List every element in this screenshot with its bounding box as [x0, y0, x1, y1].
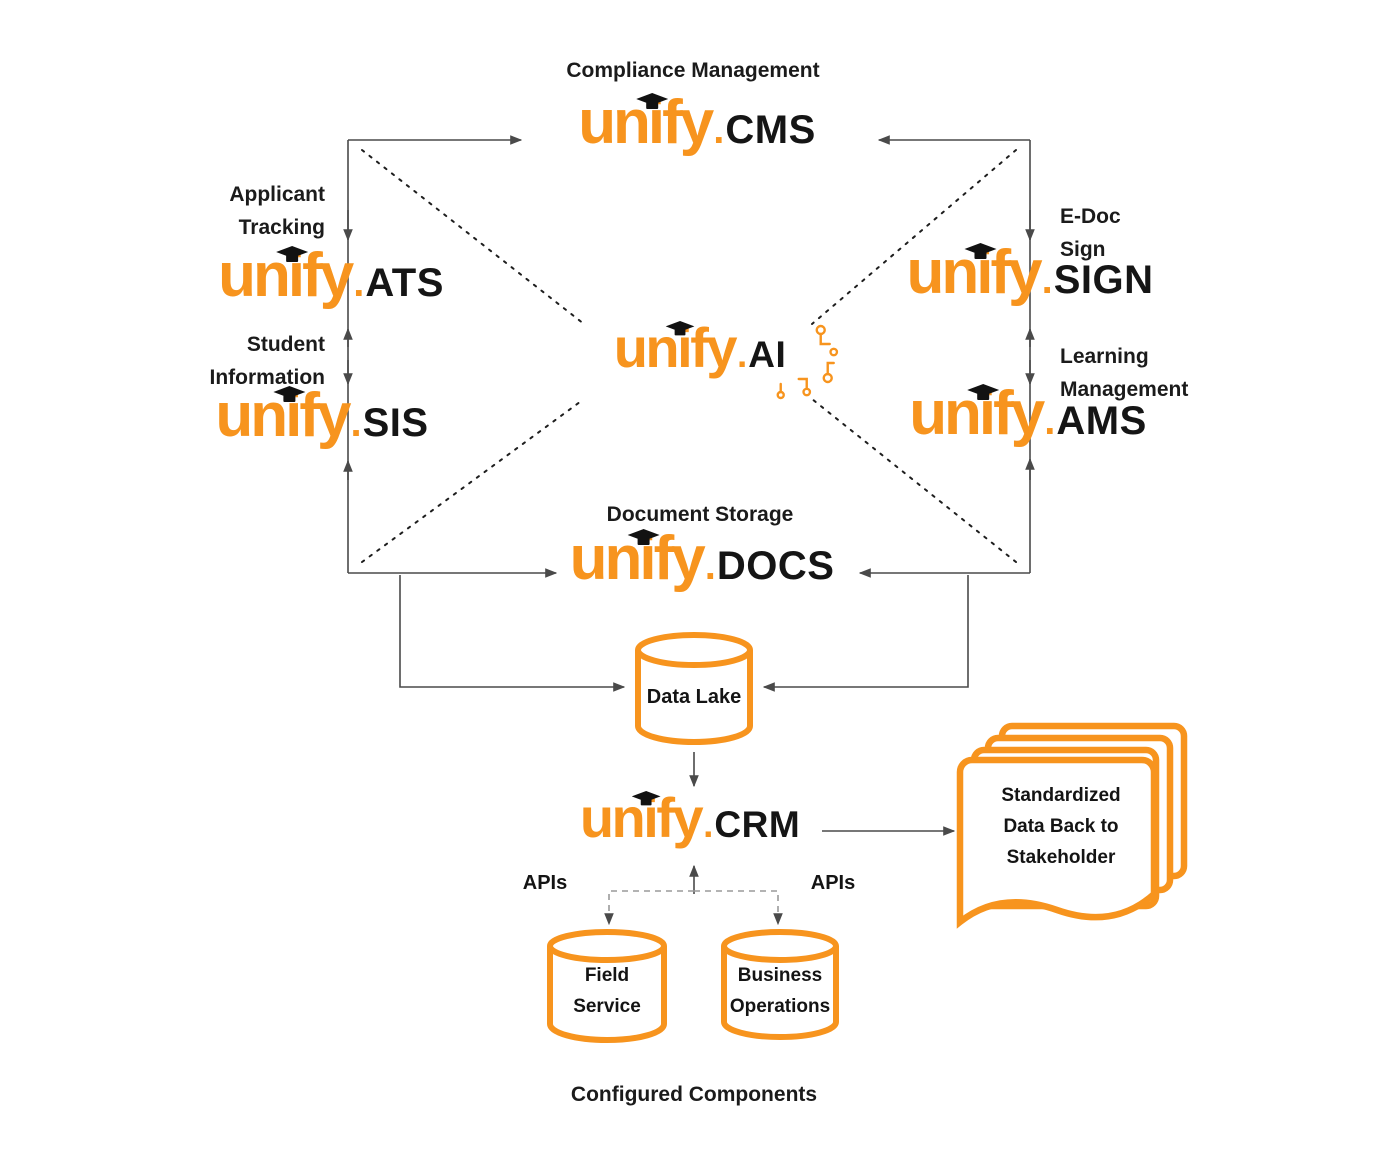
dashed-crm-to-businessops — [694, 890, 783, 926]
graduation-cap-icon — [631, 791, 662, 807]
ai-suffix-text: AI — [748, 334, 787, 375]
brand-dot: . — [713, 108, 725, 152]
unify-wordmark: unify — [570, 528, 706, 590]
caption-configured-components: Configured Components — [570, 1083, 818, 1106]
brand-dot: . — [736, 334, 748, 375]
cylinder-label-line: Operations — [729, 996, 831, 1017]
caption-applicant-tracking: Applicant Tracking — [229, 178, 325, 244]
brand-dot: . — [350, 401, 362, 445]
stakeholder-note-line: Stakeholder — [1006, 847, 1116, 868]
product-suffix-sis: SIS — [362, 401, 429, 445]
product-suffix-ats: ATS — [365, 261, 444, 305]
cylinder-icon — [635, 632, 753, 745]
unify-wordmark: unify — [578, 92, 714, 154]
stakeholder-note-line: Data Back to — [1003, 816, 1119, 837]
cylinder-label-line: Service — [573, 996, 641, 1017]
caption-edoc-sign: E-Doc Sign — [1060, 200, 1121, 266]
graduation-cap-icon — [665, 321, 696, 337]
unify-wordmark: unify — [215, 385, 351, 447]
stakeholder-documents: Standardized Data Back to Stakeholder — [942, 722, 1207, 934]
unify-ai-logo: unify . AI — [614, 320, 838, 400]
brand-dot: . — [704, 544, 716, 588]
data-lake-cylinder: Data Lake — [630, 628, 758, 750]
document-stack-icon — [956, 722, 1188, 929]
apis-label-left: APIs — [522, 872, 568, 894]
stakeholder-note: Standardized Data Back to Stakeholder — [972, 780, 1150, 873]
caption-line: E-Doc — [1060, 205, 1121, 228]
brand-dot: . — [1041, 258, 1053, 302]
cylinder-icon — [721, 929, 839, 1040]
caption-document-storage: Document Storage — [606, 503, 794, 526]
graduation-cap-icon — [272, 386, 306, 404]
product-suffix-ams: AMS — [1056, 399, 1147, 443]
cylinder-label-line: Business — [737, 965, 823, 986]
stakeholder-note-line: Standardized — [1001, 785, 1121, 806]
unify-wordmark: unify — [909, 383, 1045, 445]
unify-ats-logo: unify . ATS — [218, 245, 444, 307]
caption-student-information: Student Information — [210, 328, 326, 394]
caption-line: Student — [246, 333, 325, 356]
field-service-label: Field Service — [542, 960, 672, 1022]
unify-wordmark: unify — [218, 245, 354, 307]
caption-line: Learning — [1060, 345, 1149, 368]
field-service-cylinder: Field Service — [542, 926, 672, 1048]
cylinder-icon — [547, 929, 667, 1043]
unify-sis-logo: unify . SIS — [215, 385, 428, 447]
product-suffix-crm: CRM — [714, 804, 801, 845]
unify-sign-logo: unify . SIGN — [906, 242, 1153, 304]
product-suffix-cms: CMS — [725, 108, 816, 152]
caption-line: Sign — [1060, 238, 1106, 261]
business-operations-label: Business Operations — [716, 960, 844, 1022]
product-suffix-sign: SIGN — [1053, 258, 1154, 302]
graduation-cap-icon — [966, 384, 1000, 402]
unify-ams-logo: unify . AMS — [909, 383, 1147, 445]
dashed-crm-to-fieldservice — [604, 890, 694, 926]
caption-learning-management: Learning Management — [1060, 340, 1188, 406]
unify-crm-logo: unify . CRM — [580, 790, 800, 846]
data-lake-label: Data Lake — [646, 686, 742, 708]
caption-line: Management — [1060, 378, 1189, 401]
graduation-cap-icon — [963, 243, 997, 261]
caption-line: Applicant — [229, 183, 325, 206]
graduation-cap-icon — [627, 529, 661, 547]
unify-wordmark: unify — [580, 790, 704, 846]
unify-wordmark: unify — [614, 320, 738, 376]
caption-compliance-management: Compliance Management — [566, 59, 820, 82]
arrow-right-to-datalake — [762, 575, 969, 692]
circuit-pattern-icon — [776, 324, 838, 400]
brand-dot: . — [703, 804, 714, 845]
business-operations-cylinder: Business Operations — [716, 926, 844, 1046]
unify-wordmark: unify — [906, 242, 1042, 304]
brand-dot: . — [1044, 399, 1056, 443]
cylinder-label-line: Field — [584, 965, 630, 986]
product-suffix-ai: AI — [748, 324, 838, 400]
product-suffix-docs: DOCS — [716, 544, 835, 588]
graduation-cap-icon — [275, 246, 309, 264]
apis-label-right: APIs — [810, 872, 856, 894]
brand-dot: . — [353, 261, 365, 305]
caption-line: Tracking — [238, 216, 325, 239]
graduation-cap-icon — [635, 93, 669, 111]
unify-docs-logo: unify . DOCS — [570, 528, 835, 590]
unify-cms-logo: unify . CMS — [578, 92, 816, 154]
caption-line: Information — [209, 366, 326, 389]
